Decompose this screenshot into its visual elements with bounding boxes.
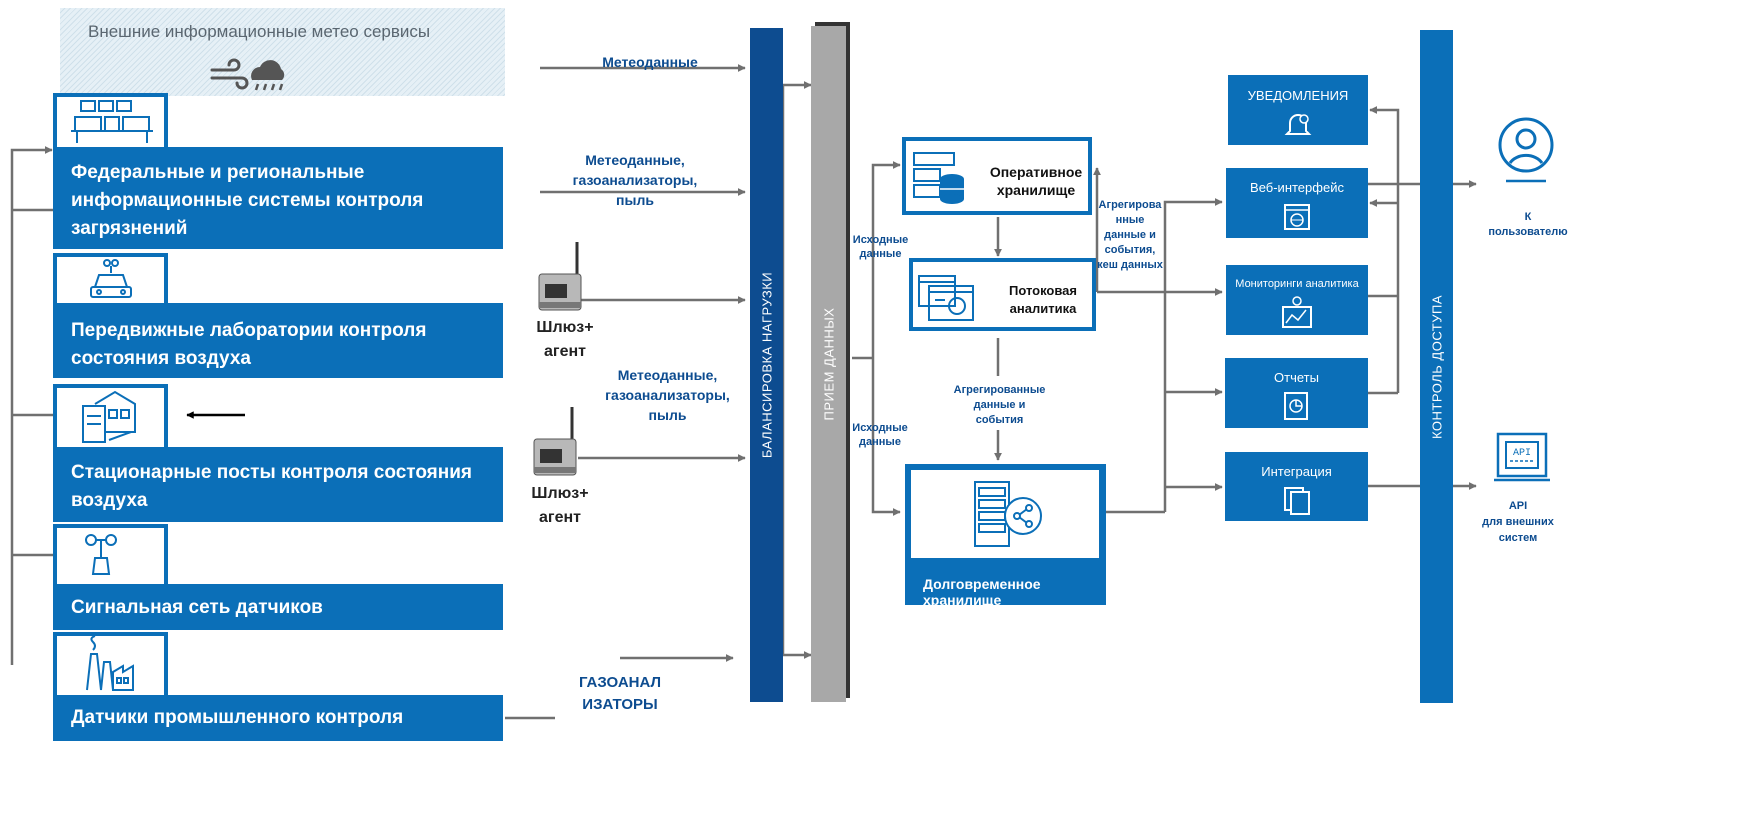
- mobile-labs-block: Передвижные лаборатории контроля состоян…: [53, 303, 503, 378]
- load-balancing-bus: БАЛАНСИРОВКА НАГРУЗКИ: [750, 28, 783, 702]
- industrial-sensors-block: Датчики промышленного контроля: [53, 695, 503, 741]
- user-icon: [1498, 117, 1554, 183]
- federal-systems-block: Федеральные и региональные информационны…: [53, 147, 503, 249]
- web-interface-service: Веб-интерфейс: [1226, 168, 1368, 238]
- station-house-icon: [53, 384, 168, 447]
- api-icon: API: [1494, 432, 1550, 482]
- flow-label-meteo: Метеоданные: [602, 54, 698, 70]
- web-browser-icon: [1284, 204, 1310, 230]
- api-icon-text: API: [1513, 448, 1531, 459]
- reports-service: Отчеты: [1225, 358, 1368, 428]
- flow-label-meteo-gas-dust: Метеоданные, газоанализаторы, пыль: [572, 152, 698, 208]
- gateway-label-line2: агент: [539, 509, 581, 526]
- integration-label: Интеграция: [1261, 464, 1332, 479]
- user-output-line2: пользователю: [1488, 226, 1568, 238]
- api-output-line2: для внешних: [1482, 516, 1554, 528]
- load-balancing-label: БАЛАНСИРОВКА НАГРУЗКИ: [759, 271, 774, 459]
- api-output-line3: систем: [1498, 532, 1538, 544]
- stream-analytics-label: Потоковая аналитика: [1008, 283, 1077, 316]
- long-term-storage-icon-area: [911, 470, 1099, 558]
- flow-label-aggregated: Агрегированные данные и события: [952, 383, 1047, 428]
- reports-label: Отчеты: [1274, 370, 1319, 385]
- operational-storage-label: Оперативное хранилище: [989, 164, 1083, 198]
- server-database-icon: [913, 152, 964, 204]
- gateway-label-line2: агент: [544, 343, 586, 360]
- federal-systems-label: Федеральные и региональные информационны…: [71, 162, 424, 239]
- api-output-label: API для внешних систем: [1473, 498, 1563, 546]
- long-term-storage: Долговременное хранилище: [905, 464, 1106, 608]
- flow-label-gas-analyzers: ГАЗОАНАЛ ИЗАТОРЫ: [565, 672, 675, 716]
- monitoring-chart-icon: [1282, 296, 1312, 328]
- server-share-icon: [974, 481, 1042, 547]
- flow-label-gas-analyzers-line1: ГАЗОАНАЛ: [578, 674, 662, 691]
- meteo-services-box: Внешние информационные метео сервисы: [60, 8, 505, 96]
- mobile-lab-icon: [53, 253, 168, 303]
- long-term-storage-label: Долговременное хранилище: [923, 576, 1041, 608]
- gateway-device-icon: [533, 407, 577, 476]
- api-output-line1: API: [1508, 500, 1528, 512]
- gateway-label-line1: Шлюз+: [531, 485, 589, 502]
- stream-analytics: Потоковая аналитика: [909, 258, 1096, 331]
- operational-storage: Оперативное хранилище: [902, 137, 1092, 215]
- integration-documents-icon: [1283, 487, 1310, 515]
- gateway-label: Шлюз+ агент: [515, 482, 605, 530]
- flow-label-meteo-gas-dust: Метеоданные, газоанализаторы, пыль: [605, 367, 730, 423]
- gateway-label: Шлюз+ агент: [520, 316, 610, 364]
- flow-label-raw-data: Исходные данные: [852, 234, 909, 260]
- web-interface-label: Веб-интерфейс: [1250, 180, 1344, 195]
- anemometer-icon: [53, 524, 168, 584]
- bell-icon: [1284, 114, 1312, 135]
- monitoring-label: Мониторинги аналитика: [1235, 278, 1359, 290]
- data-intake-label: ПРИЕМ ДАННЫХ: [821, 307, 836, 421]
- gateway-device-icon: [538, 242, 582, 311]
- user-output-line1: К: [1524, 211, 1532, 223]
- notifications-label: УВЕДОМЛЕНИЯ: [1247, 88, 1349, 103]
- user-output-label: К пользователю: [1478, 210, 1578, 240]
- notifications-service: УВЕДОМЛЕНИЯ: [1228, 75, 1368, 145]
- stationary-posts-label: Стационарные посты контроля состояния во…: [71, 462, 473, 511]
- report-document-icon: [1283, 392, 1308, 420]
- monitoring-service: Мониторинги аналитика: [1226, 265, 1368, 335]
- integration-service: Интеграция: [1225, 452, 1368, 521]
- industrial-sensors-label: Датчики промышленного контроля: [71, 707, 404, 728]
- feedback-arrow: [10, 145, 53, 665]
- control-room-icon: [53, 93, 168, 147]
- signal-network-block: Сигнальная сеть датчиков: [53, 584, 503, 630]
- access-control-bus: КОНТРОЛЬ ДОСТУПА: [1420, 30, 1453, 703]
- stationary-posts-block: Стационарные посты контроля состояния во…: [53, 447, 503, 522]
- factory-icon: [53, 632, 168, 695]
- flow-label-gas-analyzers-line2: ИЗАТОРЫ: [582, 696, 658, 713]
- access-control-label: КОНТРОЛЬ ДОСТУПА: [1429, 294, 1444, 439]
- wind-cloud-icon: [210, 58, 285, 91]
- gateway-label-line1: Шлюз+: [536, 319, 594, 336]
- meteo-services-title: Внешние информационные метео сервисы: [88, 22, 431, 41]
- mobile-labs-label: Передвижные лаборатории контроля состоян…: [71, 320, 427, 369]
- flow-label-aggregated-cache: Агрегирова нные данные и события, кеш да…: [1097, 199, 1163, 271]
- data-intake-bus: ПРИЕМ ДАННЫХ: [811, 26, 846, 702]
- flow-label-raw-data: Исходные данные: [852, 422, 908, 448]
- analytics-window-icon: [918, 275, 974, 321]
- signal-network-label: Сигнальная сеть датчиков: [71, 597, 323, 618]
